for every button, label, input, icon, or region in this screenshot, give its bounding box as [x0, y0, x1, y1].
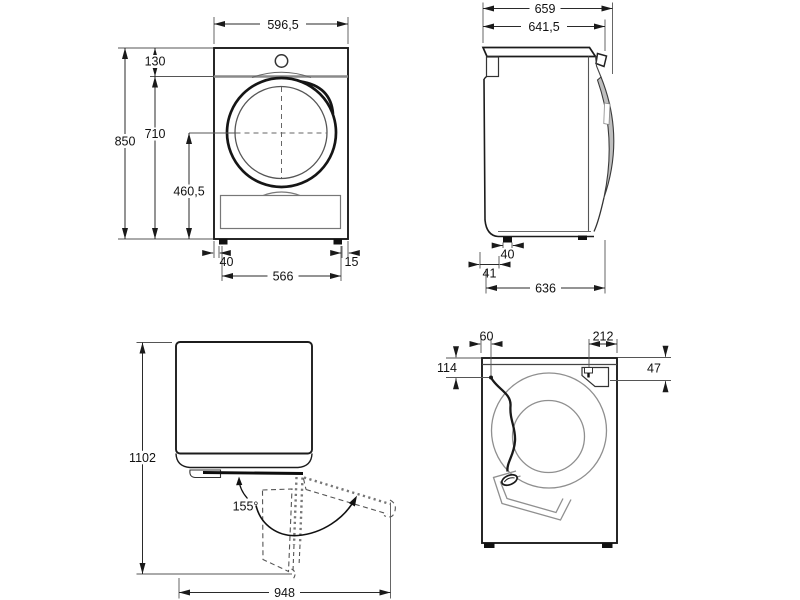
dim-front-body: 710 — [141, 76, 169, 239]
dim-front-height-label: 850 — [115, 134, 136, 148]
dim-side-back-offset-label: 41 — [483, 267, 497, 281]
rear-hose-coil-outer — [490, 372, 608, 489]
dim-side-base-label: 636 — [535, 281, 556, 295]
side-back-step — [483, 76, 487, 80]
dim-rear-inlet-top: 47 — [647, 345, 669, 393]
power-cord-anchor — [489, 375, 493, 380]
door-swing-view: 155° 1102 948 — [124, 341, 396, 600]
swing-angle-label: 155° — [233, 500, 259, 514]
dim-rear-cord-left: 60 — [469, 330, 503, 347]
dim-swing-depth-open-label: 1102 — [129, 451, 156, 465]
front-view: 596,5 850 130 710 460,5 40 — [108, 17, 360, 284]
dim-swing-depth-open: 1102 — [124, 342, 161, 574]
swing-door-edge-90-lower — [291, 544, 301, 579]
dim-front-door-center-label: 460,5 — [173, 184, 204, 198]
dim-side-back-offset: 41 — [468, 261, 511, 281]
dim-front-panel-label: 130 — [145, 55, 166, 69]
dim-rear-inlet-top-label: 47 — [647, 362, 661, 376]
swing-door-edge-155 — [303, 476, 391, 506]
dim-front-feet-span-label: 566 — [273, 270, 294, 284]
side-foot-back — [503, 237, 512, 243]
dim-side-foot: 40 — [491, 242, 524, 262]
swing-door-edge-90 — [292, 476, 304, 546]
dim-rear-cord-top: 114 — [437, 346, 459, 390]
side-back-panel-box — [485, 56, 500, 78]
side-door-handle — [603, 102, 611, 125]
side-top-hinge-tab — [595, 52, 608, 68]
dim-rear-inlet-right-label: 212 — [593, 330, 614, 344]
front-door-crosshair — [235, 87, 328, 178]
dim-swing-width-open: 948 — [179, 586, 391, 600]
front-door-rim-arc — [251, 71, 312, 79]
dim-front-foot-right: 15 — [330, 250, 360, 269]
dim-rear-inlet-right: 212 — [589, 330, 617, 347]
dim-side-base: 636 — [486, 281, 605, 295]
side-front-top-edge — [594, 56, 602, 78]
side-back-edge — [483, 78, 499, 238]
side-front-lower-edge — [593, 197, 605, 232]
dim-front-height: 850 — [108, 48, 142, 239]
front-extension-lines — [118, 17, 349, 281]
power-plug — [501, 473, 518, 487]
dim-side-depth-total: 659 — [483, 2, 613, 16]
rear-hose-coil-inner — [511, 399, 586, 474]
rear-machine-body — [481, 357, 618, 544]
dim-swing-width-open-label: 948 — [274, 586, 295, 600]
side-top-panel — [481, 46, 598, 58]
dim-side-depth-door-label: 641,5 — [528, 20, 559, 34]
front-foot-left — [219, 239, 228, 245]
front-kick-panel — [219, 194, 342, 230]
dim-rear-cord-left-label: 60 — [480, 330, 494, 344]
dim-side-foot-label: 40 — [501, 248, 515, 262]
swing-door-closed — [202, 471, 304, 475]
dim-front-width: 596,5 — [214, 17, 348, 32]
dim-front-feet-span: 566 — [222, 269, 341, 284]
dim-front-body-label: 710 — [145, 127, 166, 141]
water-inlet-icon — [584, 367, 593, 378]
rear-hose-holder-outer — [492, 470, 572, 521]
swing-door-open-90-outline — [261, 488, 293, 573]
dim-front-door-center: 460,5 — [166, 133, 212, 239]
side-view: 659 641,5 40 41 636 — [468, 2, 615, 295]
side-foot-front — [578, 235, 587, 240]
rear-foot-right — [602, 543, 613, 548]
swing-arc-arrow — [255, 495, 357, 537]
front-foot-right — [333, 239, 342, 245]
side-door-bulge — [596, 76, 615, 198]
front-knob — [274, 54, 289, 68]
swing-angle-pointer — [236, 476, 248, 499]
rear-view: 60 212 114 47 — [437, 330, 671, 548]
rear-foot-left — [484, 543, 495, 548]
dim-front-panel: 130 — [141, 48, 169, 77]
power-cord — [489, 376, 517, 472]
dim-side-depth-total-label: 659 — [535, 2, 556, 16]
front-door-seal-bump — [299, 79, 335, 115]
dim-front-width-label: 596,5 — [267, 18, 298, 32]
dim-front-foot-left-label: 40 — [220, 255, 234, 269]
swing-door-open-155-outline — [302, 478, 396, 518]
front-door-outer — [225, 76, 338, 189]
dim-front-foot-left: 40 — [202, 250, 234, 269]
dim-rear-cord-top-label: 114 — [437, 361, 457, 375]
dim-side-depth-door: 641,5 — [483, 20, 605, 34]
swing-machine-body — [175, 341, 313, 455]
dim-front-foot-right-label: 15 — [345, 255, 359, 269]
front-door-bottom-trim — [262, 191, 301, 197]
swing-front-band — [175, 453, 313, 469]
